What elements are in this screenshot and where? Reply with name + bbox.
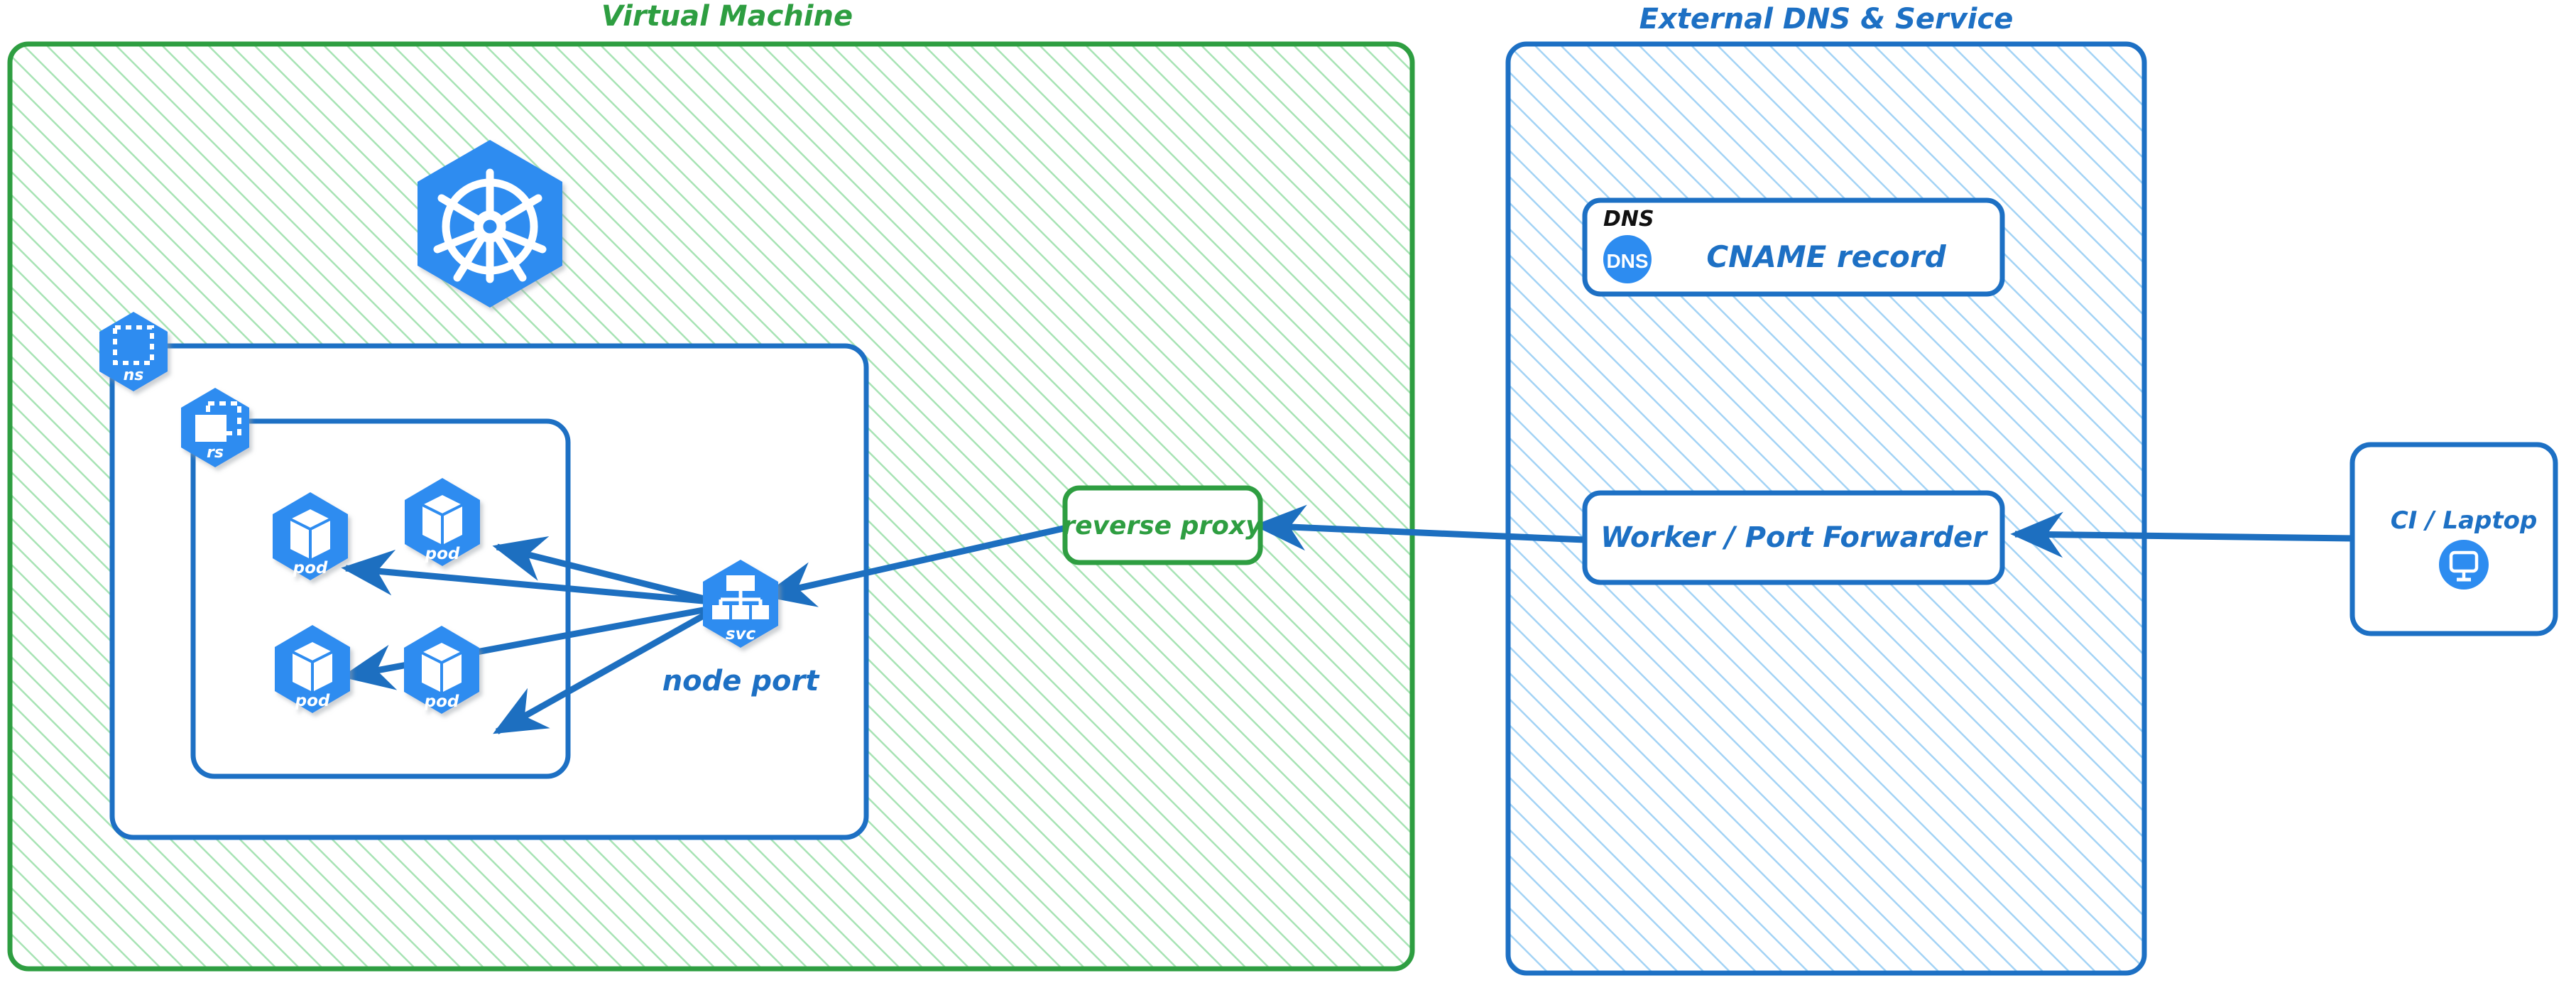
dns-card-corner-label: DNS [1603, 207, 1654, 232]
worker-card-shape[interactable] [1582, 490, 2005, 585]
pod-label: pod [295, 692, 330, 710]
desktop-monitor-icon [2439, 540, 2489, 590]
edge-svc-to-pod-2 [492, 536, 720, 606]
pod-cube-icon [292, 642, 333, 692]
replicaset-badge-label: rs [207, 444, 224, 462]
worker-card[interactable]: Worker / Port Forwarder [1582, 490, 2005, 585]
external-dns-title: External DNS & Service [1639, 3, 2014, 36]
reverse-proxy-card[interactable]: reverse proxy [1062, 485, 1263, 565]
edge-group-worker-to-proxy [1253, 504, 1586, 551]
pod-hexagon-3[interactable]: pod [275, 625, 350, 713]
kubernetes-wheel-icon [433, 168, 547, 283]
edge-svc-to-pod-1 [341, 549, 719, 606]
edge-ci-laptop-to-worker [2010, 511, 2353, 558]
dns-badge-icon [1603, 235, 1652, 283]
virtual-machine-title: Virtual Machine [601, 0, 853, 33]
pod-hexagon-2[interactable]: pod [405, 478, 480, 566]
dns-card[interactable]: DNS DNS CNAME record [1582, 197, 2005, 297]
kubernetes-logo[interactable] [417, 140, 562, 308]
ci-laptop-card[interactable]: CI / Laptop [2349, 442, 2558, 636]
namespace-badge[interactable]: ns [99, 312, 168, 391]
ci-laptop-label: CI / Laptop [2391, 506, 2538, 535]
pod-cube-icon [422, 495, 463, 545]
cname-record-label: CNAME record [1706, 239, 1946, 274]
worker-card-label: Worker / Port Forwarder [1600, 521, 1988, 554]
pod-cube-icon [421, 643, 462, 693]
dns-card-shape[interactable] [1582, 197, 2005, 297]
node-port-caption: node port [662, 665, 820, 697]
edge-svc-to-pod-4 [493, 604, 721, 734]
pod-cube-icon [290, 509, 331, 559]
kubernetes-heptagon-shape [417, 140, 562, 308]
replicaset-badge[interactable]: rs [181, 388, 249, 467]
reverse-proxy-card-shape[interactable] [1062, 485, 1263, 565]
service-badge-label: svc [726, 625, 756, 643]
pod-label: pod [293, 559, 328, 577]
pod-hexagon-1[interactable]: pod [273, 492, 348, 580]
namespace-icon [113, 325, 154, 365]
service-tree-icon [712, 575, 769, 619]
service-badge[interactable]: svc [703, 560, 778, 648]
replicaset-icon [195, 401, 241, 442]
namespace-badge-label: ns [124, 366, 144, 384]
pod-label: pod [424, 693, 459, 711]
edge-group-client-to-worker [2010, 511, 2353, 558]
dns-badge-text: DNS [1606, 250, 1648, 272]
pod-hexagon-4[interactable]: pod [404, 626, 479, 714]
pod-label: pod [425, 545, 460, 563]
edge-worker-to-reverse-proxy [1253, 504, 1586, 551]
ci-laptop-card-shape[interactable] [2349, 442, 2558, 636]
reverse-proxy-label: reverse proxy [1062, 511, 1263, 541]
